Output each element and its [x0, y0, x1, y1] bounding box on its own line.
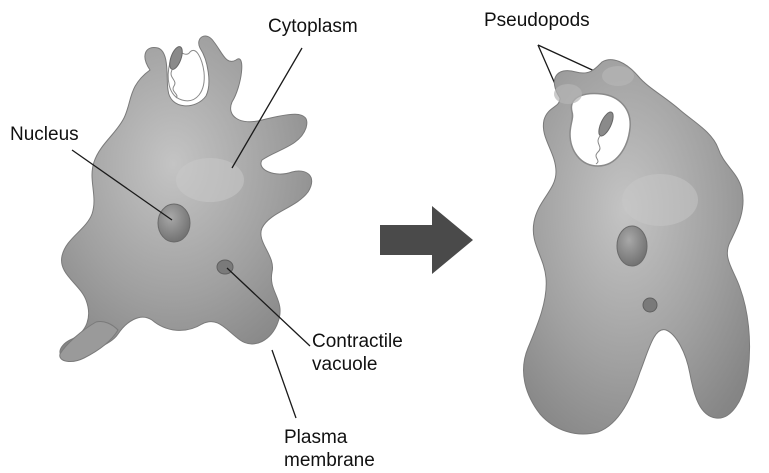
- label-pseudopods: Pseudopods: [484, 10, 590, 32]
- leader-plasma-membrane: [272, 350, 296, 418]
- amoeba-right: [524, 60, 750, 434]
- label-contractile-vacuole-line2: vacuole: [312, 354, 378, 376]
- label-plasma-membrane-line2: membrane: [284, 450, 375, 472]
- right-arrow-icon: [380, 206, 473, 274]
- label-plasma-membrane-line1: Plasma: [284, 427, 347, 449]
- label-nucleus: Nucleus: [10, 124, 79, 146]
- nucleus-right: [617, 226, 647, 266]
- label-cytoplasm: Cytoplasm: [268, 16, 358, 38]
- nucleus-left: [158, 204, 190, 242]
- contractile-vacuole-right: [643, 298, 657, 312]
- label-contractile-vacuole-line1: Contractile: [312, 331, 403, 353]
